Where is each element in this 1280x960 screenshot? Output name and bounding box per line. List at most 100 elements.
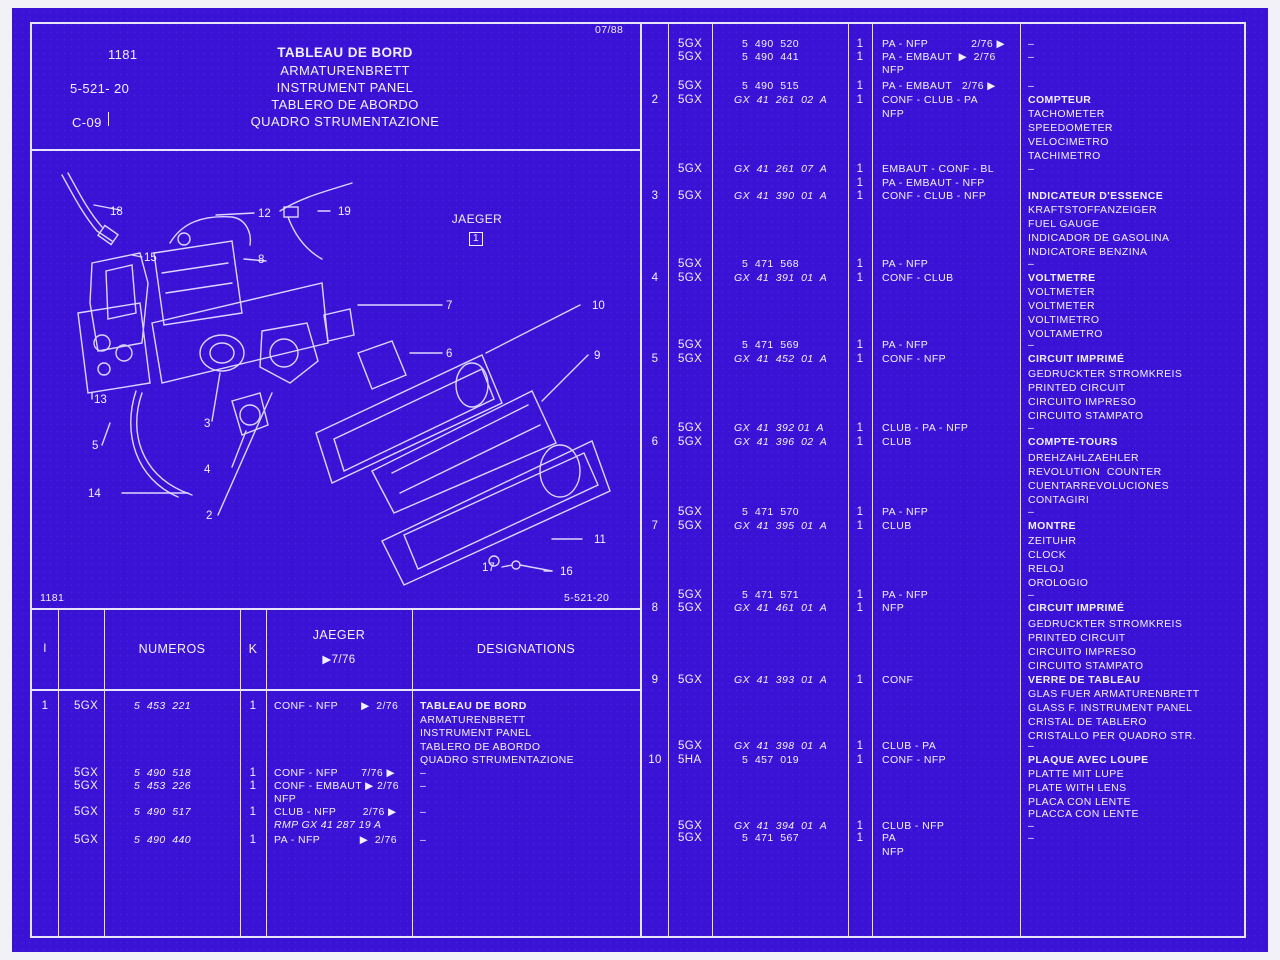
part-prefix: 5GX: [678, 832, 703, 844]
designation: VOLTMETER: [1028, 286, 1095, 298]
designation: –: [1028, 832, 1035, 844]
row-index: 1: [41, 700, 49, 712]
designation: –: [420, 767, 427, 779]
group-index: 2: [651, 94, 659, 106]
designation: GEDRUCKTER STROMKREIS: [1028, 368, 1183, 380]
reference-number: 5-521- 20: [70, 81, 130, 96]
designation: GLAS FUER ARMATURENBRETT: [1028, 688, 1200, 700]
application: CONF: [882, 674, 914, 686]
col-header-k: K: [248, 642, 258, 656]
part-number: GX 41 393 01 A: [734, 674, 828, 686]
outer-border-right: [1244, 22, 1246, 938]
diagram-ref-label: 5-521-20: [564, 592, 610, 604]
part-number: 5 490 518: [134, 767, 191, 779]
col-line: [58, 608, 59, 938]
col-header-index: I: [43, 643, 47, 655]
part-number: GX 41 398 01 A: [734, 740, 828, 752]
designation: VOLTMETRE: [1028, 272, 1096, 284]
group-index: 5: [651, 353, 659, 365]
designation: GLASS F. INSTRUMENT PANEL: [1028, 702, 1193, 714]
application: PA - EMBAUT ▶ 2/76: [882, 51, 996, 63]
designation: –: [1028, 422, 1035, 434]
part-number: GX 41 461 01 A: [734, 602, 828, 614]
designation: PLACA CON LENTE: [1028, 796, 1131, 808]
outer-border-left: [30, 22, 32, 938]
application: CONF - NFP ▶ 2/76: [274, 700, 399, 712]
application: CLUB - NFP 2/76 ▶: [274, 806, 397, 818]
designation: CIRCUITO STAMPATO: [1028, 660, 1144, 672]
designation: COMPTE-TOURS: [1028, 436, 1118, 448]
title-fr: TABLEAU DE BORD: [277, 45, 413, 60]
designation: –: [1028, 51, 1035, 63]
maker-box: 1: [469, 232, 483, 246]
part-prefix: 5GX: [74, 700, 99, 712]
title-en: INSTRUMENT PANEL: [276, 80, 414, 95]
application: CONF - NFP: [882, 353, 947, 365]
designation: VOLTIMETRO: [1028, 314, 1100, 326]
part-number: GX 41 391 01 A: [734, 272, 828, 284]
part-number: 5 490 520: [742, 38, 799, 50]
application: RMP GX 41 287 19 A: [274, 819, 382, 831]
part-prefix: 5GX: [678, 51, 703, 63]
designation: VOLTMETER: [1028, 300, 1095, 312]
part-number: GX 41 452 01 A: [734, 353, 828, 365]
application: CONF - CLUB - PA: [882, 94, 979, 106]
quantity: 1: [856, 602, 864, 614]
designation: INSTRUMENT PANEL: [420, 727, 532, 739]
quantity: 1: [856, 506, 864, 518]
part-prefix: 5GX: [678, 163, 703, 175]
group-arrow-icon: [108, 112, 109, 126]
quantity: 1: [856, 51, 864, 63]
plate-number: 1181: [108, 47, 138, 62]
callout-10: 10: [592, 300, 605, 312]
application: CLUB: [882, 520, 912, 532]
part-number: 5 471 569: [742, 339, 799, 351]
quantity: 1: [856, 38, 864, 50]
designation: ARMATURENBRETT: [420, 714, 526, 726]
quantity: 1: [856, 177, 864, 189]
part-number: 5 471 571: [742, 589, 799, 601]
designation: PLATE WITH LENS: [1028, 782, 1127, 794]
group-index: 3: [651, 190, 659, 202]
designation: ZEITUHR: [1028, 535, 1077, 547]
part-prefix: 5GX: [678, 820, 703, 832]
designation: –: [1028, 740, 1035, 752]
quantity: 1: [856, 80, 864, 92]
designation: DREHZAHLZAEHLER: [1028, 452, 1140, 464]
designation: –: [1028, 163, 1035, 175]
part-number: 5 453 226: [134, 780, 191, 792]
designation: –: [1028, 80, 1035, 92]
col-line: [412, 608, 413, 938]
col-header-jaeger: JAEGER: [312, 628, 366, 642]
quantity: 1: [856, 740, 864, 752]
part-number: GX 41 394 01 A: [734, 820, 828, 832]
part-prefix: 5HA: [678, 754, 702, 766]
callout-19: 19: [338, 206, 351, 218]
exploded-view-diagram: 18 12 19 15 8 7 10 9 6 13 3 4 5 14 2 11 …: [61, 172, 611, 586]
designation: CIRCUIT IMPRIMÉ: [1028, 602, 1125, 614]
designation: CIRCUITO IMPRESO: [1028, 396, 1137, 408]
quantity: 1: [856, 339, 864, 351]
designation: VELOCIMETRO: [1028, 136, 1109, 148]
designation: CRISTAL DE TABLERO: [1028, 716, 1147, 728]
cable-part: [61, 174, 113, 242]
part-prefix: 5GX: [678, 436, 703, 448]
part-prefix: 5GX: [678, 80, 703, 92]
designation: –: [420, 780, 427, 792]
col-line: [240, 608, 241, 938]
application: PA - EMBAUT - NFP: [882, 177, 985, 189]
title-it: QUADRO STRUMENTAZIONE: [250, 114, 440, 129]
designation: REVOLUTION COUNTER: [1028, 466, 1162, 478]
part-number: GX 41 395 01 A: [734, 520, 828, 532]
part-prefix: 5GX: [678, 422, 703, 434]
designation: VERRE DE TABLEAU: [1028, 674, 1141, 686]
application: CLUB - PA: [882, 740, 937, 752]
designation: CIRCUITO IMPRESO: [1028, 646, 1137, 658]
quantity: 1: [249, 806, 257, 818]
part-number: GX 41 261 07 A: [734, 163, 828, 175]
callout-4: 4: [204, 464, 211, 476]
part-number: 5 471 570: [742, 506, 799, 518]
col-line: [712, 22, 713, 938]
part-number: 5 490 441: [742, 51, 799, 63]
application: CLUB - PA - NFP: [882, 422, 969, 434]
